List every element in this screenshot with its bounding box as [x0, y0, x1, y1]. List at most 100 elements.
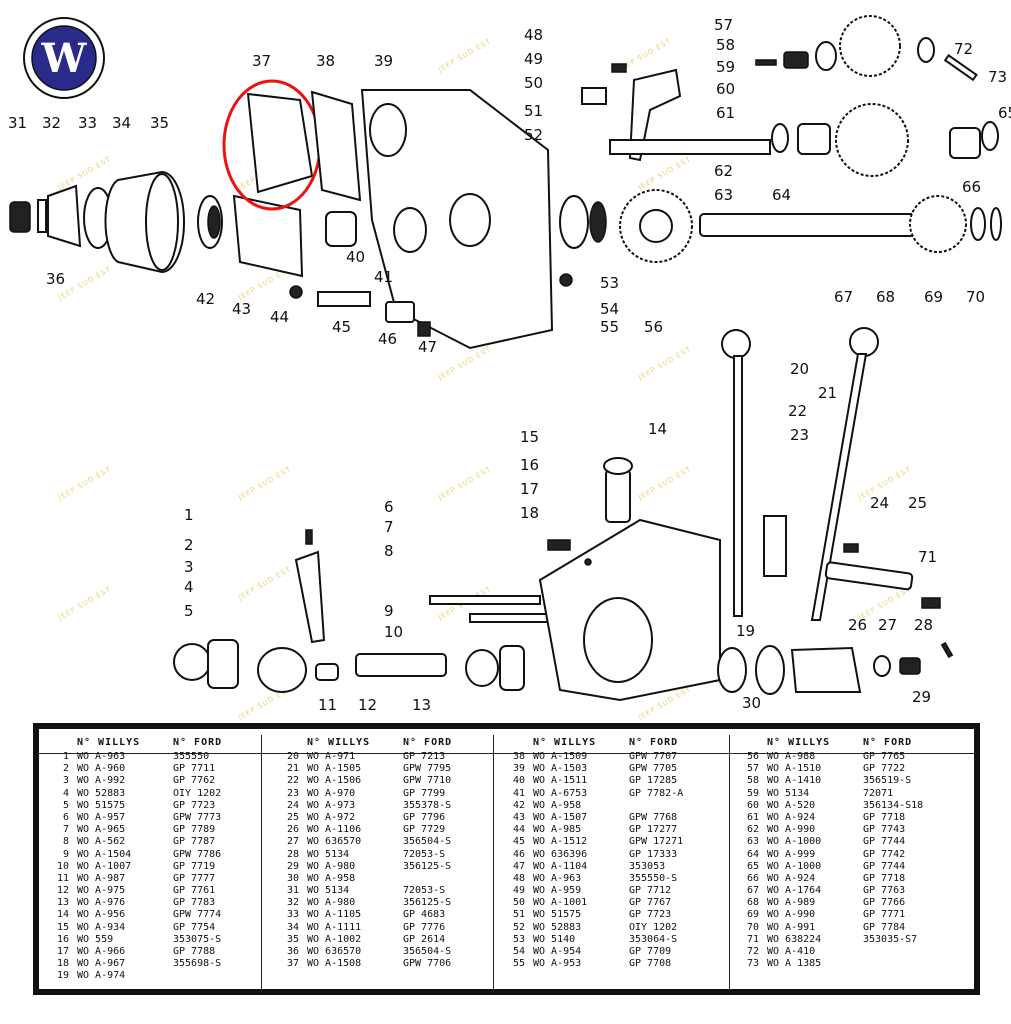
willys-number: WO A-924: [767, 872, 816, 884]
part-number: 21: [286, 763, 299, 775]
willys-number: WO A-1002: [307, 933, 362, 945]
part-number: 17: [56, 946, 69, 957]
willys-number: WO A-1506: [307, 775, 362, 787]
callout-51: 51: [524, 102, 543, 120]
callout-72: 72: [954, 40, 973, 58]
part-number: 47: [512, 860, 525, 872]
willys-number: WO A-1508: [307, 958, 362, 970]
part-15-cap: [603, 457, 633, 475]
ford-number: GP 7718: [863, 872, 906, 884]
part-64-gear: [835, 103, 909, 177]
callout-63: 63: [714, 186, 733, 204]
part-number: 55: [512, 958, 525, 970]
part-71-fitting: [921, 597, 941, 609]
part-21-lever: [810, 353, 868, 621]
ford-number: GP 7784: [863, 921, 906, 933]
callout-18: 18: [520, 504, 539, 522]
ford-number: GP 7766: [863, 897, 906, 909]
ford-number: GP 7771: [863, 909, 906, 921]
callout-9: 9: [384, 602, 394, 620]
ford-number: GP 7776: [403, 921, 446, 933]
part-25-shaft: [824, 561, 914, 591]
ford-number: GP 17285: [629, 775, 678, 787]
ford-number: 353035-S7: [863, 933, 918, 945]
ford-number: 356504-S: [403, 836, 452, 848]
part-number: 64: [746, 848, 759, 860]
part-number: 44: [512, 824, 525, 836]
part-number: 25: [286, 811, 299, 823]
callout-37: 37: [252, 52, 271, 70]
part-number: 37: [286, 958, 299, 970]
part-number: 11: [56, 872, 69, 884]
willys-number: WO 5134: [307, 848, 350, 860]
watermark-text: JEEP SUD EST: [56, 465, 113, 502]
part-29-nut: [899, 657, 921, 675]
willys-number: WO 5140: [533, 933, 576, 945]
ford-number: GP 7762: [173, 775, 216, 787]
willys-number: WO 636570: [307, 836, 362, 848]
willys-number: WO A-973: [307, 799, 356, 811]
willys-number: WO A-1507: [533, 811, 588, 823]
ford-number: GPW 7705: [629, 763, 678, 775]
callout-57: 57: [714, 16, 733, 34]
willys-number: WO A-1503: [533, 763, 588, 775]
willys-number: WO A-1410: [767, 775, 822, 787]
callout-60: 60: [716, 80, 735, 98]
part-59-pin: [755, 59, 777, 66]
part-50-bracket: [581, 87, 607, 105]
willys-number: WO A-999: [767, 848, 816, 860]
willys-number: WO A-990: [767, 909, 816, 921]
part-40-bushing: [325, 211, 357, 247]
part-number: 57: [746, 763, 759, 775]
part-45-shaft: [317, 291, 371, 307]
part-number: 72: [746, 946, 759, 957]
part-number: 41: [512, 787, 525, 799]
ford-number: GP 2614: [403, 933, 446, 945]
callout-47: 47: [418, 338, 437, 356]
part-22-lever: [733, 355, 743, 617]
callout-55: 55: [600, 318, 619, 336]
part-number: 32: [286, 897, 299, 909]
part-number: 70: [746, 921, 759, 933]
ford-number: GPW 7795: [403, 763, 452, 775]
part-number: 38: [512, 751, 525, 762]
ford-number: GP 7799: [403, 787, 446, 799]
part-number: 18: [56, 958, 69, 970]
ford-number: OIY 1202: [173, 787, 222, 799]
ford-number: 356134-S18: [863, 799, 924, 811]
willys-number: WO A-957: [77, 811, 126, 823]
willys-number: WO A-924: [767, 811, 816, 823]
willys-number: WO A-976: [77, 897, 126, 909]
callout-36: 36: [46, 270, 65, 288]
willys-number: WO A-958: [307, 872, 356, 884]
willys-number: WO 636570: [307, 946, 362, 957]
ford-number: 356125-S: [403, 860, 452, 872]
part-number: 30: [286, 872, 299, 884]
willys-number: WO A-989: [767, 897, 816, 909]
callout-20: 20: [790, 360, 809, 378]
part-number: 22: [286, 775, 299, 787]
ford-number: GP 7789: [173, 824, 216, 836]
callout-49: 49: [524, 50, 543, 68]
callout-30: 30: [742, 694, 761, 712]
willys-number: WO A-1509: [533, 751, 588, 762]
part-number: 43: [512, 811, 525, 823]
watermark-text: JEEP SUD EST: [236, 465, 293, 502]
part-11-plug: [315, 663, 339, 681]
